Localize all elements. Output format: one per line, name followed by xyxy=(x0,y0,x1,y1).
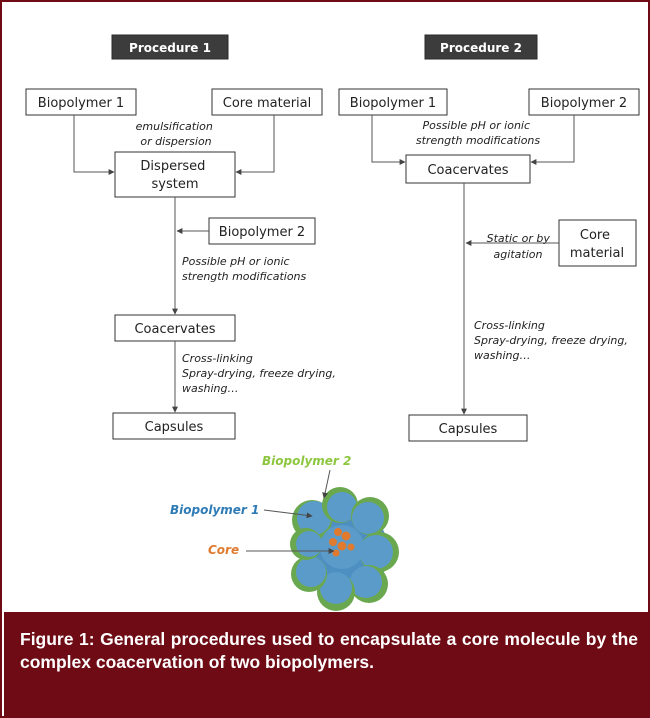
procedure-2-header: Procedure 2 xyxy=(440,41,522,55)
label-core: Core xyxy=(208,543,239,557)
p1-ph-note: Possible pH or ionic strength modificati… xyxy=(182,255,307,283)
p2-arrow-biopolymer1 xyxy=(371,115,406,165)
p1-capsules-label: Capsules xyxy=(145,420,204,435)
capsule-blob xyxy=(290,487,399,611)
p2-biopolymer2-box xyxy=(528,88,640,116)
pointer-biopolymer1 xyxy=(263,509,313,519)
procedure-1-header: Procedure 1 xyxy=(129,41,211,55)
p1-core-material-box xyxy=(211,88,323,116)
p2-core-material-label: Core material xyxy=(570,228,624,261)
p1-arrow-biopolymer1 xyxy=(73,115,115,175)
p2-capsules-label: Capsules xyxy=(439,422,498,437)
p2-coacervates-box xyxy=(405,154,531,184)
p1-core-material-label: Core material xyxy=(223,96,311,111)
procedure-2: Procedure 2 Biopolymer 1 Biopolymer 2 Po… xyxy=(338,34,640,442)
p2-crosslinking-note: Cross-linking Spray-drying, freeze dryin… xyxy=(474,319,631,362)
p2-core-material-box xyxy=(558,219,637,267)
label-biopolymer1: Biopolymer 1 xyxy=(170,503,259,517)
p2-coacervates-label: Coacervates xyxy=(427,163,508,178)
p1-emulsification-note: emulsification or dispersion xyxy=(136,120,217,148)
p2-capsules-box xyxy=(408,414,528,442)
p1-dispersed-system-label: Dispersed system xyxy=(140,159,209,192)
p1-crosslinking-note: Cross-linking Spray-drying, freeze dryin… xyxy=(182,352,339,395)
p2-arrow-biopolymer2 xyxy=(530,115,575,165)
capsule-illustration: Biopolymer 2 Biopolymer 1 Core xyxy=(170,454,399,611)
p2-biopolymer1-label: Biopolymer 1 xyxy=(350,96,436,111)
p1-biopolymer1-box xyxy=(25,88,137,116)
p1-biopolymer1-label: Biopolymer 1 xyxy=(38,96,124,111)
p1-biopolymer2-label: Biopolymer 2 xyxy=(219,225,305,240)
procedure-2-header-box xyxy=(424,34,538,60)
p1-coacervates-box xyxy=(114,314,236,342)
procedure-1-header-box xyxy=(111,34,229,60)
p1-arrow-core-material xyxy=(235,115,275,175)
procedure-1: Procedure 1 Biopolymer 1 Core material e… xyxy=(25,34,339,440)
p2-ph-note: Possible pH or ionic strength modificati… xyxy=(416,119,541,147)
figure-caption: Figure 1: General procedures used to enc… xyxy=(4,612,650,718)
flow-diagram: Procedure 1 Biopolymer 1 Core material e… xyxy=(25,34,640,611)
p1-dispersed-system-box xyxy=(114,151,236,198)
label-biopolymer2: Biopolymer 2 xyxy=(262,454,351,468)
p2-biopolymer1-box xyxy=(338,88,448,116)
pointer-biopolymer2 xyxy=(322,469,331,499)
p1-capsules-box xyxy=(112,412,236,440)
p2-static-note: Static or by agitation xyxy=(487,232,554,261)
p2-biopolymer2-label: Biopolymer 2 xyxy=(541,96,627,111)
p1-coacervates-label: Coacervates xyxy=(134,322,215,337)
